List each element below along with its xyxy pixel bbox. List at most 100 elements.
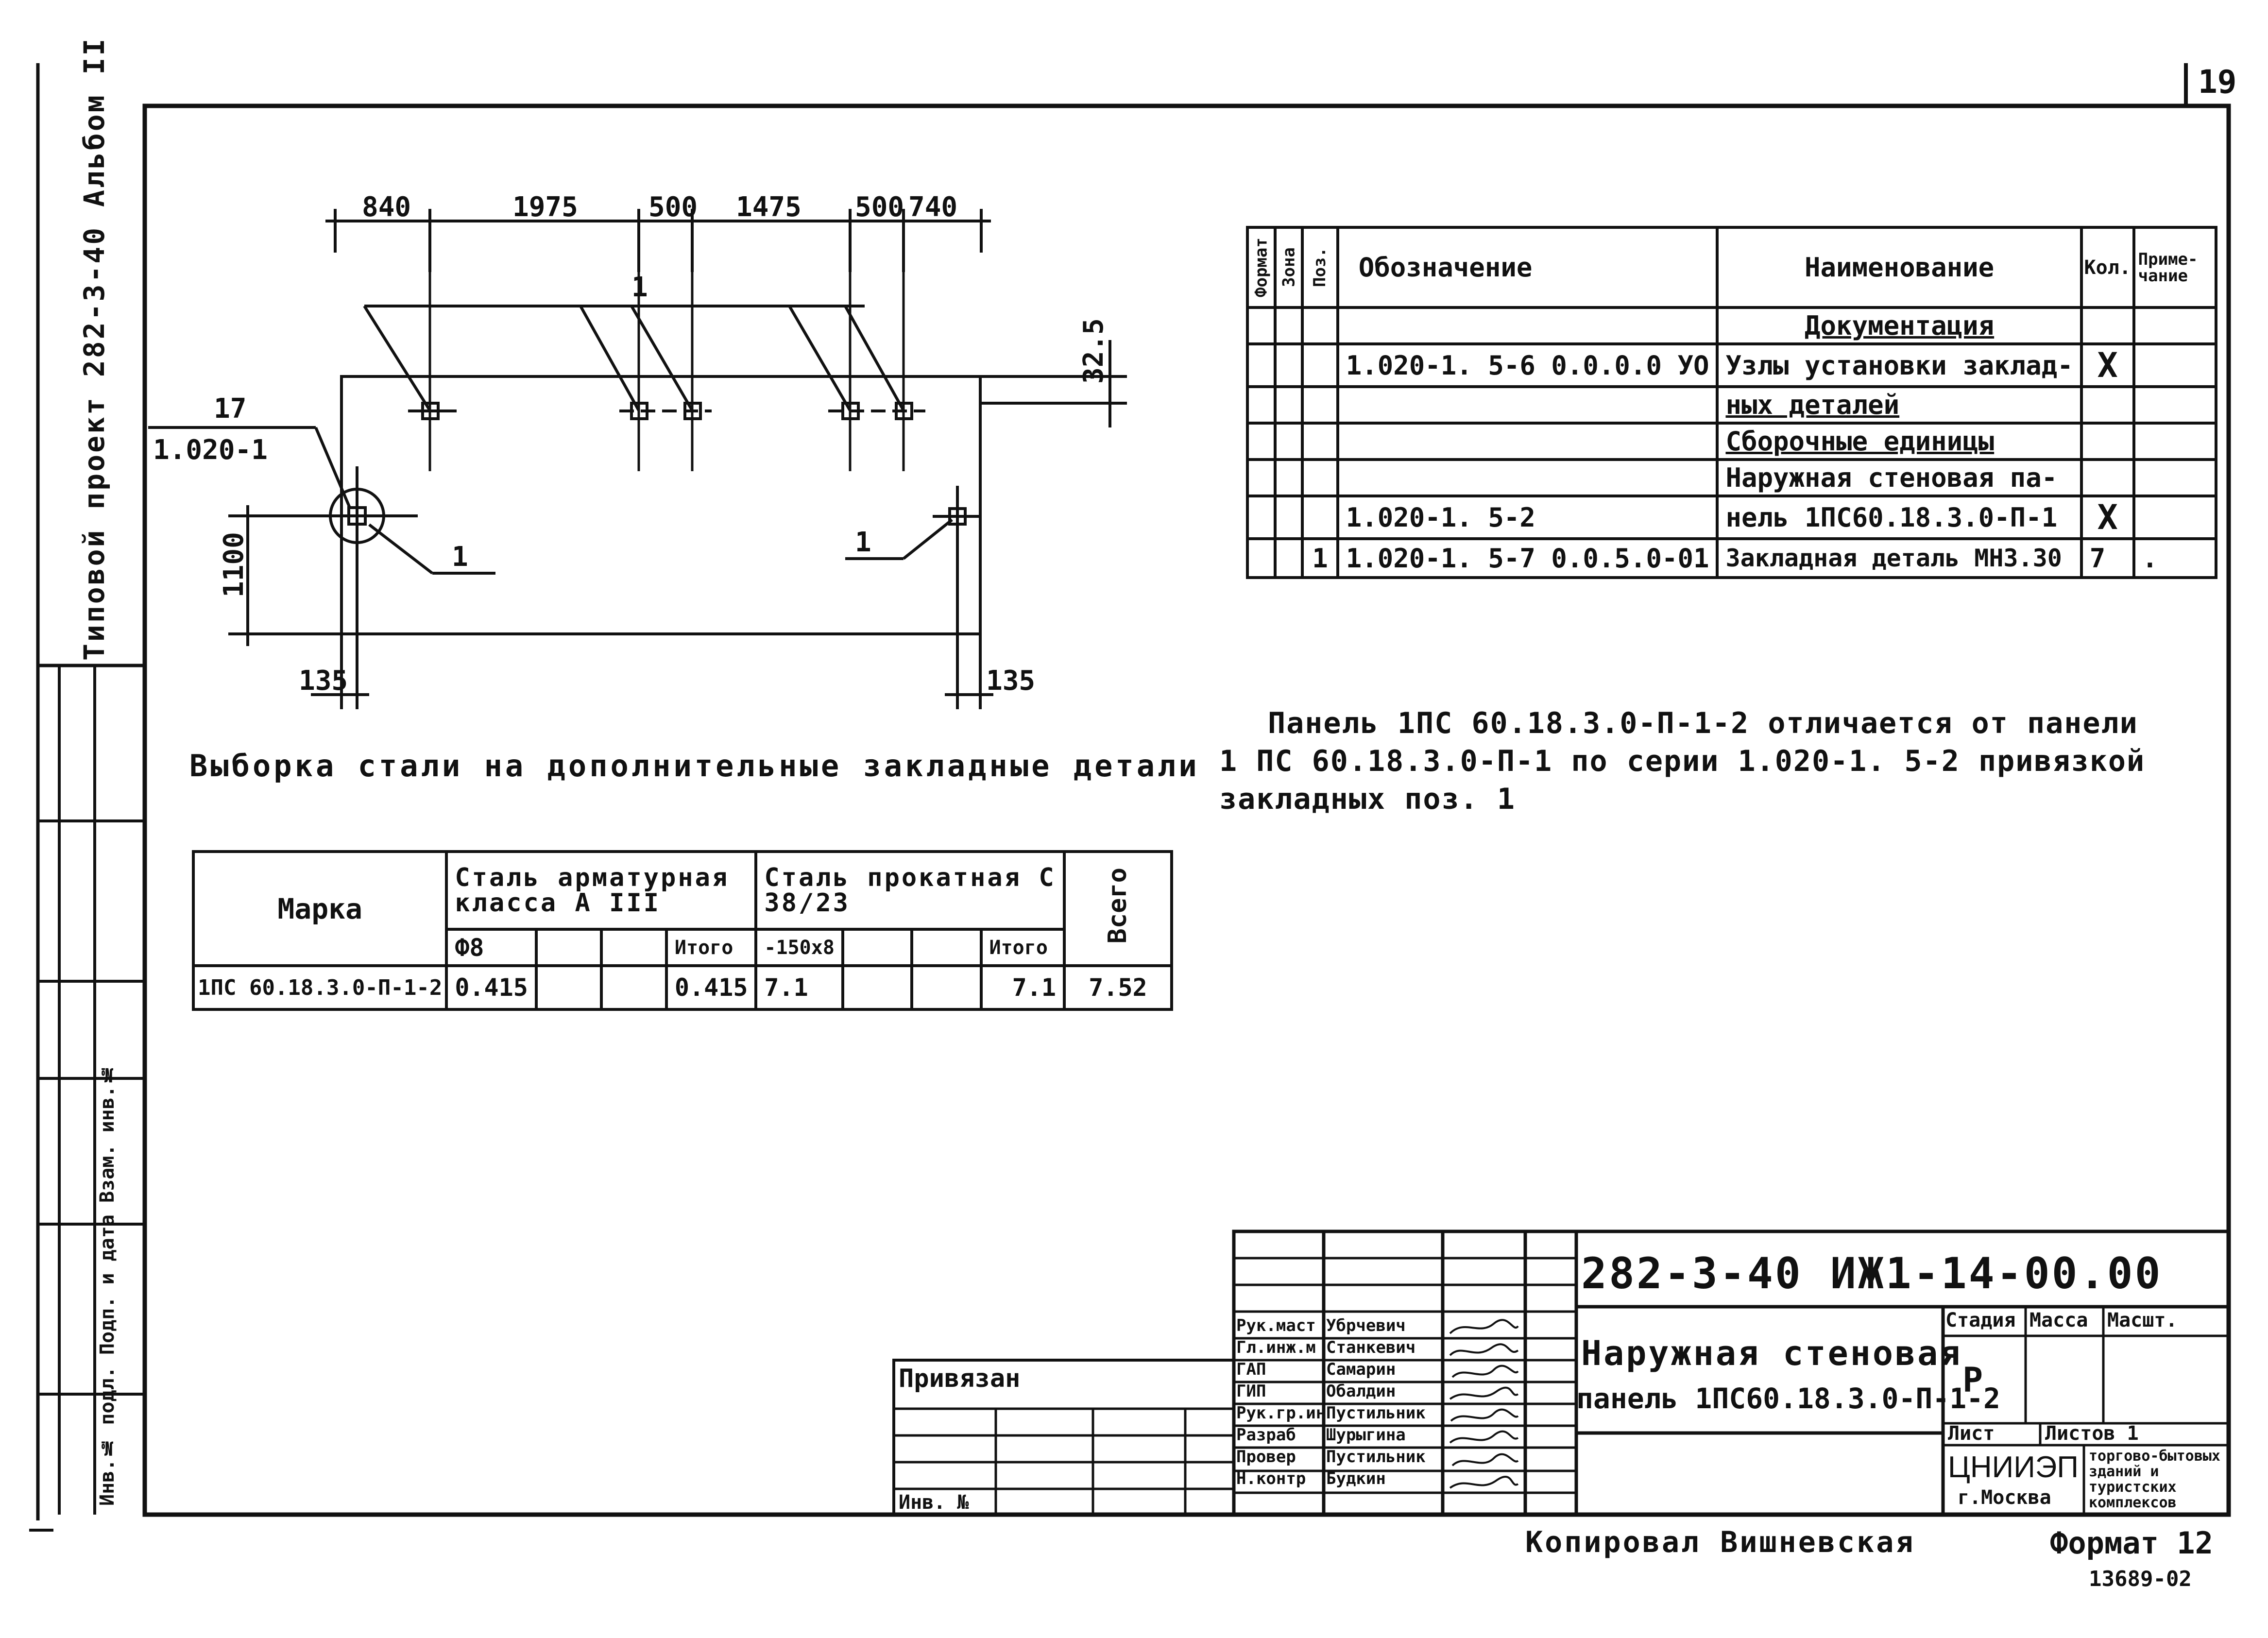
drawing-code: 282-3-40 ИЖ1-14-00.00 [1581,1248,2163,1298]
steel-cell: 7.1 [979,964,1066,1011]
dim-top-1: 840 [362,191,411,223]
dim-top-4: 1475 [736,191,801,223]
steel-cell: 1ПС 60.18.3.0-П-1-2 [191,964,448,1011]
spec-cell-designation [1336,422,1719,461]
callout-left-bottom: 1.020-1 [153,434,268,466]
spec-header-name: Наименование [1716,226,2083,309]
signature-mark [1449,1476,1519,1489]
dim-right: 32.5 [1078,318,1109,384]
dim-top-5: 500 [855,191,904,223]
steel-cell [534,964,603,1011]
signature-role: Гл.инж.м [1236,1338,1316,1357]
note-line: Панель 1ПС 60.18.3.0-П-1-2 отличается от… [1268,706,2138,740]
signature-name: Станкевич [1326,1338,1416,1357]
copied-by: Копировал Вишневская [1525,1525,1915,1559]
spec-cell-pos [1301,495,1339,540]
spec-cell-qty [2080,306,2135,345]
table-row: 1.020-1. 5-2 нель 1ПС60.18.3.0-П-1 X [1246,495,2218,540]
spec-cell-pos: 1 [1301,537,1339,579]
signature-name: Будкин [1326,1469,1386,1488]
spec-cell-note [2132,422,2218,461]
callout-left-pos: 1 [452,541,468,573]
steel-sub [841,928,914,967]
org-name: ЦНИИЭП [1948,1450,2079,1484]
callout-top: 1 [631,272,648,303]
signature-mark [1449,1386,1519,1400]
table-row: 1ПС 60.18.3.0-П-1-2 0.415 0.415 7.1 7.1 … [191,964,1174,1011]
signature-role: Н.контр [1236,1469,1306,1488]
signature-name: Пустильник [1326,1403,1426,1423]
steel-header-mark: Марка [191,850,448,967]
steel-sub [910,928,983,967]
steel-table: Марка Сталь арматурная класса А III Стал… [191,850,1174,1011]
signature-mark [1451,1453,1519,1467]
spec-cell-qty: 7 [2080,537,2135,579]
spec-cell-name: Узлы установки заклад- [1716,342,2083,388]
callout-right-pos: 1 [855,527,871,558]
signature-mark [1451,1365,1519,1378]
steel-header-rolled: Сталь прокатная С 38/23 [754,850,1066,931]
sheets-label: Листов 1 [2045,1422,2139,1445]
table-row: Наружная стеновая па- [1246,458,2218,497]
dim-bottom-left: 135 [299,665,348,697]
spec-cell-designation [1336,458,1719,497]
spec-cell-qty [2080,458,2135,497]
spec-header-qty: Кол. [2080,226,2135,309]
spec-cell-name: Документация [1716,306,2083,345]
steel-sub [599,928,668,967]
note-line: 1 ПС 60.18.3.0-П-1 по серии 1.020-1. 5-2… [1219,744,2146,778]
signature-name: Самарин [1326,1360,1396,1379]
signature-names: Убрчевич Станкевич Самарин Обалдин Пусти… [1326,1315,1426,1490]
spec-cell-name: ных деталей [1716,385,2083,425]
spec-cell-name: Закладная деталь МН3.30 [1716,537,2083,579]
spec-cell-note [2132,306,2218,345]
spec-header-designation: Обозначение [1336,226,1719,309]
spec-cell-name: Наружная стеновая па- [1716,458,2083,497]
steel-cell: 0.415 [445,964,538,1011]
signature-mark [1449,1430,1519,1444]
spec-cell-note [2132,495,2218,540]
note-line: закладных поз. 1 [1219,782,1516,816]
org-city: г.Москва [1958,1486,2051,1509]
spec-cell-name: нель 1ПС60.18.3.0-П-1 [1716,495,2083,540]
sheet-label: Лист [1948,1422,1995,1445]
spec-cell-qty [2080,422,2135,461]
panel-outline [340,375,982,635]
signature-mark [1449,1343,1519,1356]
spec-cell-qty: X [2080,342,2135,388]
signature-role: Рук.гр.ин [1236,1403,1326,1423]
sheet-number: 19 [2198,63,2237,101]
steel-cell: 7.1 [754,964,844,1011]
spec-cell-note: . [2132,537,2218,579]
signature-roles: Рук.маст Гл.инж.м ГАП ГИП Рук.гр.ин Разр… [1236,1315,1326,1490]
note-text: Панель 1ПС 60.18.3.0-П-1-2 отличается от… [1219,704,2145,818]
steel-cell [841,964,914,1011]
spec-cell-pos [1301,422,1339,461]
spec-cell-designation: 1.020-1. 5-7 0.0.5.0-01 [1336,537,1719,579]
stage-header: Стадия [1945,1309,2016,1331]
spec-cell-pos [1301,342,1339,388]
dim-top-6: 740 [908,191,957,223]
spec-cell-note [2132,342,2218,388]
spec-cell-note [2132,458,2218,497]
spec-cell-note [2132,385,2218,425]
table-row: 1.020-1. 5-6 0.0.0.0 УО Узлы установки з… [1246,342,2218,388]
table-row: Сборочные единицы [1246,422,2218,461]
spec-cell-pos [1301,458,1339,497]
steel-cell [599,964,668,1011]
scale-header: Масшт. [2107,1309,2178,1331]
sheet-format: Формат 12 [2050,1525,2213,1561]
signature-name: Пустильник [1326,1447,1426,1467]
steel-cell: 7.52 [1062,964,1174,1011]
title-line-1: Наружная стеновая [1581,1333,1962,1373]
table-row: Документация [1246,306,2218,345]
signature-role: Провер [1236,1447,1296,1467]
spec-cell-designation: 1.020-1. 5-2 [1336,495,1719,540]
signature-mark [1450,1408,1519,1422]
signature-name: Обалдин [1326,1382,1396,1401]
spec-table: Формат Зона Поз. Обозначение Наименовани… [1246,226,2218,579]
footer-number: 13689-02 [2089,1567,2192,1591]
stage-value: Р [1962,1360,1983,1400]
